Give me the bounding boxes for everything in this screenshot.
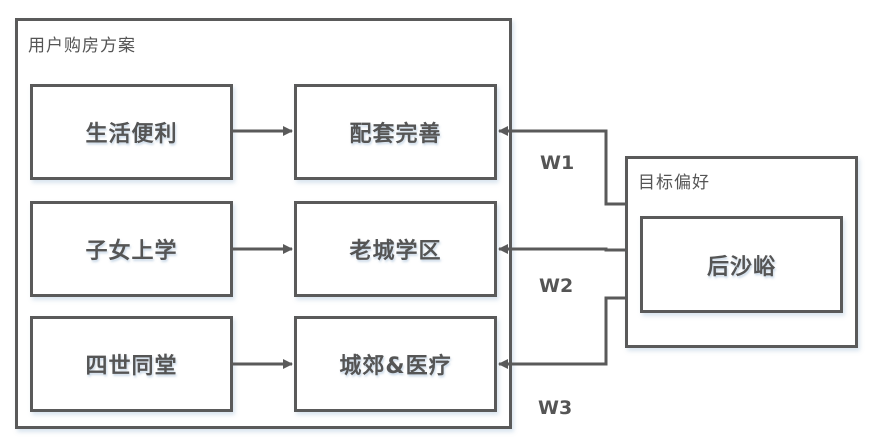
need-node-convenience[interactable]: 生活便利 — [30, 84, 233, 180]
weight-label-w2: W2 — [539, 275, 574, 297]
target-location-node[interactable]: 后沙峪 — [640, 216, 843, 313]
option-node-school-district[interactable]: 老城学区 — [294, 201, 497, 297]
plan-group-title: 用户购房方案 — [28, 36, 136, 56]
target-group-title: 目标偏好 — [638, 173, 710, 193]
option-node-facilities[interactable]: 配套完善 — [294, 84, 497, 180]
weight-label-w3: W3 — [538, 397, 573, 419]
option-node-suburb-medical[interactable]: 城郊&医疗 — [294, 316, 497, 412]
weight-label-w1: W1 — [540, 152, 575, 174]
need-node-family[interactable]: 四世同堂 — [30, 316, 233, 412]
need-node-schooling[interactable]: 子女上学 — [30, 201, 233, 297]
arrow-target-to-option3 — [498, 296, 625, 369]
arrow-target-to-option2 — [498, 244, 625, 254]
